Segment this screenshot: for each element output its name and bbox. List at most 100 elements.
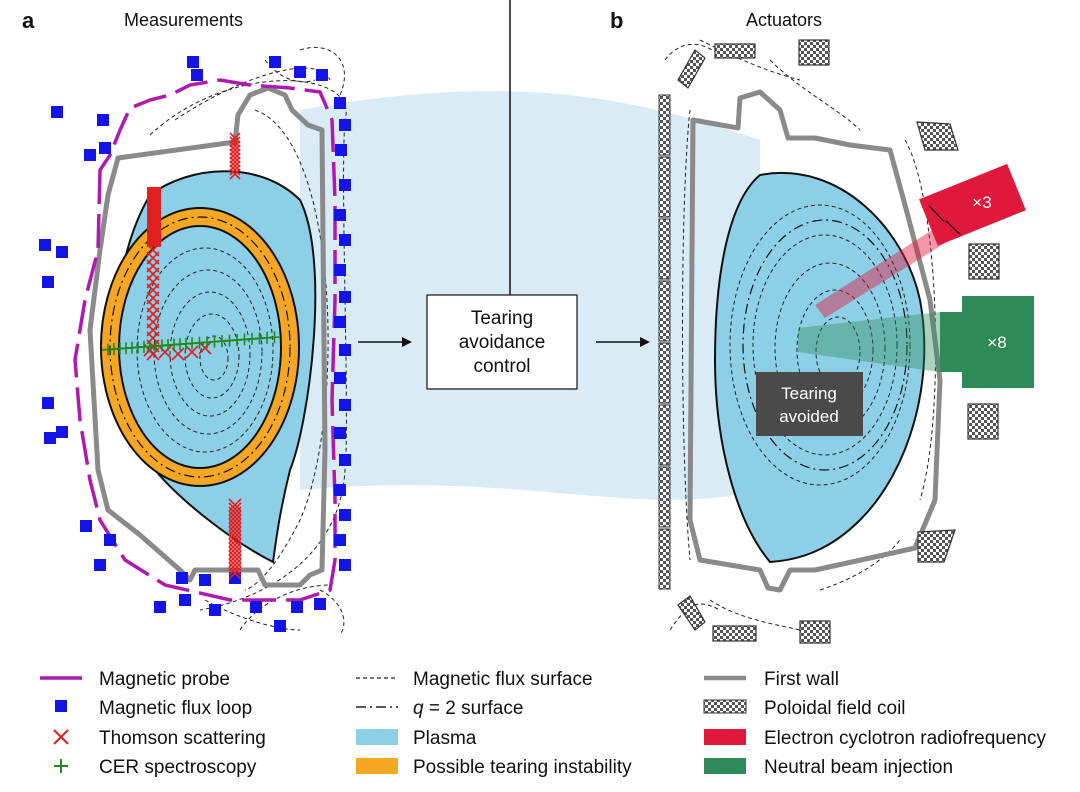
tearing-avoided-box: Tearing avoided [756,372,863,436]
panel-b-plasma [713,172,926,564]
flux-loop-marker [334,209,346,221]
thomson-marker [229,168,241,180]
thomson-stroke [229,136,241,148]
thomson-marker [229,164,241,176]
panel-a-title: Measurements [124,10,243,30]
thomson-stroke [158,345,172,359]
legend-tearing-swatch [356,758,398,774]
arrow-to-actuators [596,337,650,347]
thomson-marker [229,152,241,164]
panel-b-first-wall [687,89,943,593]
thomson-stroke [229,164,241,176]
legend-wall-label: First wall [764,669,839,690]
thomson-stroke [171,347,185,361]
thomson-marker [229,144,241,156]
controller-line-2: avoidance [459,332,546,353]
flux-loop-marker [339,509,351,521]
solenoid-segment [658,342,671,404]
thomson-marker [228,562,242,576]
panel-a-tearing-ring [100,207,300,487]
flux-loop-marker [334,372,346,384]
flux-loop-marker [339,179,351,191]
flux-loop-marker [199,574,211,586]
flux-loop-marker [269,56,281,68]
panel-a-magnetic-probes [73,78,337,602]
thomson-marker [229,132,241,144]
flux-loop-marker [42,276,54,288]
legend-tearing-label: Possible tearing instability [413,757,632,778]
legend-nbi-label: Neutral beam injection [764,757,953,778]
legend-probe-label: Magnetic probe [99,669,230,690]
legend-coil-swatch [703,699,747,714]
panel-a-thomson [143,132,242,580]
flux-loop-marker [42,397,54,409]
flux-loop-marker [316,69,328,81]
flux-loop-marker [250,601,262,613]
legend: Magnetic probe Magnetic flux loop Thomso… [40,669,1046,778]
flux-loop-marker [274,620,286,632]
flux-loop-marker [209,604,221,616]
cer-marker [269,331,280,344]
controller-line-3: control [473,356,530,377]
legend-loop-swatch [55,700,67,712]
solenoid-segment [658,280,671,342]
solenoid-segment [658,218,671,280]
panel-a-letter: a [22,8,35,33]
panel-b-central-solenoid [658,94,671,590]
flux-loop-marker [339,344,351,356]
flux-loop-marker [191,69,203,81]
tearing-avoided-line-2: avoided [779,407,839,426]
legend-q2-suffix: = 2 surface [424,698,524,719]
thomson-stroke [185,345,199,359]
panel-a-cer [101,331,280,356]
thomson-marker [229,148,241,160]
flux-loop-marker [334,97,346,109]
flux-loop-marker [339,454,351,466]
flux-loop-marker [154,601,166,613]
flux-loop-marker [335,144,347,156]
panel-b-ecrf: ×3 [815,163,1026,318]
flux-loop-marker [334,484,346,496]
thomson-marker [229,136,241,148]
flux-loop-marker [51,106,63,118]
legend-nbi-swatch [704,758,746,774]
thomson-marker [228,566,242,580]
legend-q2-label: q = 2 surface [413,698,523,719]
solenoid-segment [658,94,671,156]
flux-loop-marker [97,114,109,126]
solenoid-segment [658,528,671,590]
thomson-marker [229,156,241,168]
flux-loop-marker [39,239,51,251]
legend-ecrf-label: Electron cyclotron radiofrequency [764,728,1046,749]
flux-loop-marker [339,291,351,303]
flux-loop-marker [291,601,303,613]
panel-a-inner-flux [136,247,274,453]
panel-b: ×3 ×8 Tearing avoided [658,39,1034,644]
thomson-marker [158,345,172,359]
flux-loop-marker [339,234,351,246]
flux-loop-marker [334,427,346,439]
legend-ecrf-swatch [704,729,746,745]
flux-loop-marker [334,316,346,328]
flux-loop-marker [334,534,346,546]
panel-b-title: Actuators [746,10,822,30]
panel-a-flux-loops [39,56,351,632]
thomson-stroke [229,152,241,164]
legend-plasma-swatch [356,729,398,745]
flux-loop-marker [339,119,351,131]
flux-loop-marker [339,399,351,411]
flux-loop-marker [179,594,191,606]
thomson-stroke [228,562,242,576]
legend-flux-label: Magnetic flux surface [413,669,593,690]
solenoid-segment [658,156,671,218]
ecrf-count: ×3 [972,193,991,212]
legend-thomson-swatch [53,729,69,745]
arrow-to-controller [358,337,412,347]
flux-loop-marker [80,520,92,532]
controller-line-1: Tearing [471,308,533,329]
tearing-avoided-line-1: Tearing [781,384,837,403]
thomson-marker [229,160,241,172]
thomson-marker [229,140,241,152]
flux-loop-marker [104,534,116,546]
